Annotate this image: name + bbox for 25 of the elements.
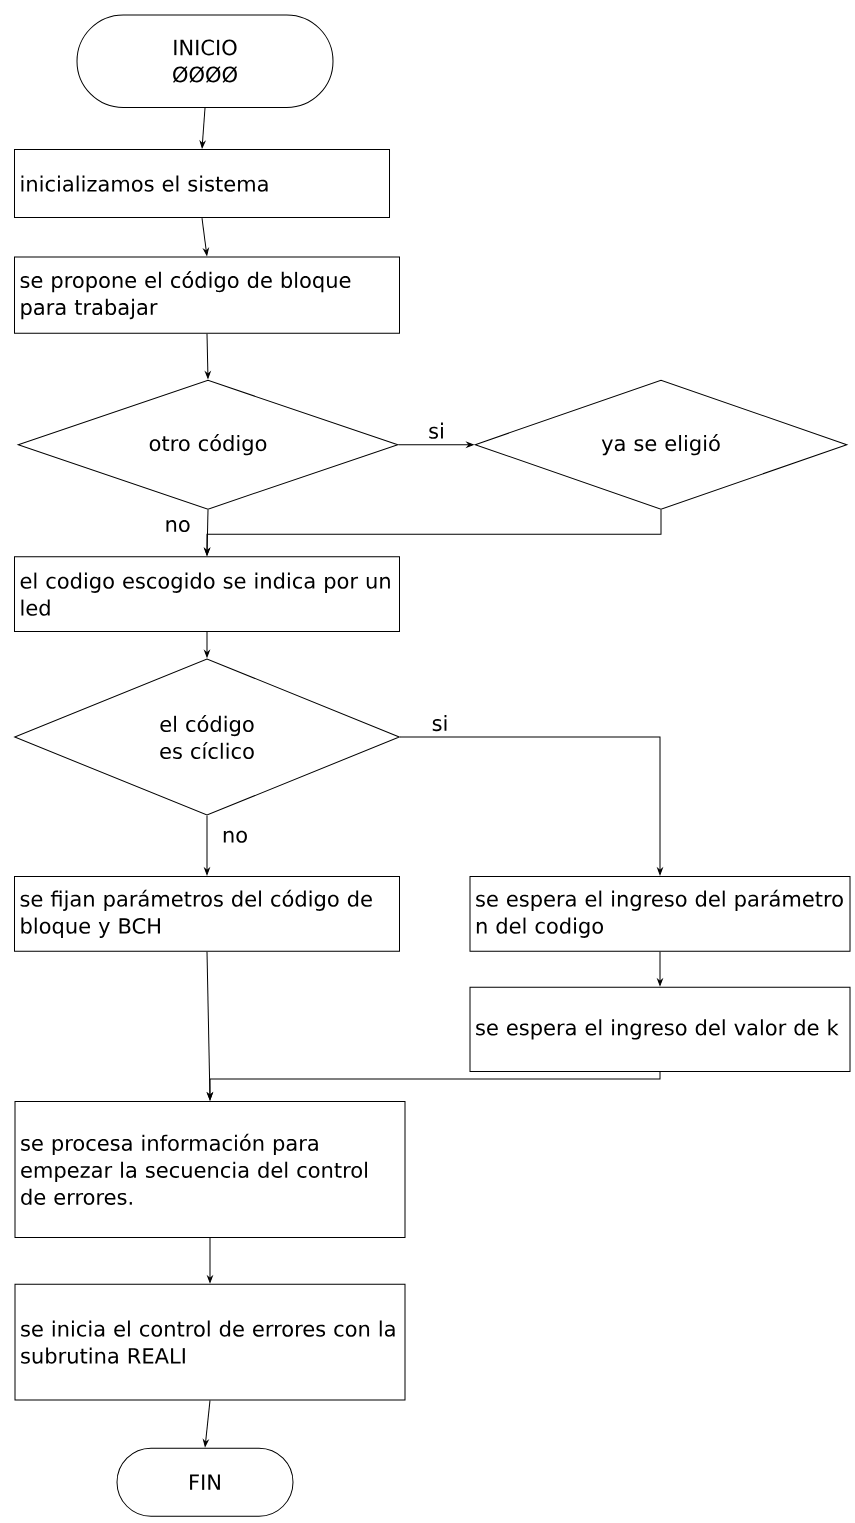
arrow <box>657 951 663 986</box>
edge-label: si <box>427 421 446 440</box>
arrow <box>203 1399 211 1447</box>
arrow <box>399 736 663 875</box>
process-box: se inicia el control de errores con la subrutina REALI <box>14 1283 406 1401</box>
arrow <box>398 441 474 448</box>
process-box: se fijan parámetros del código de bloque y BCH <box>14 875 400 952</box>
edge-label: no <box>163 519 192 534</box>
arrow <box>201 217 209 256</box>
edge-label: no <box>220 829 250 844</box>
arrow <box>206 951 213 1100</box>
arrow <box>199 107 206 149</box>
process-box: se espera el ingreso del valor de k <box>469 986 851 1073</box>
arrow <box>207 1237 213 1283</box>
arrow <box>204 509 662 556</box>
process-box: inicializamos el sistema <box>14 149 390 219</box>
process-box: se espera el ingreso del parámetro n del codigo <box>469 875 851 952</box>
arrow <box>207 1071 661 1100</box>
arrow <box>205 333 211 379</box>
arrow <box>204 815 210 875</box>
process-box: el codigo escogido se indica por un led <box>14 556 400 633</box>
process-box: se procesa información para empezar la secuencia del control de errores. <box>14 1100 406 1238</box>
edge-label: si <box>430 713 450 733</box>
arrow <box>204 631 210 658</box>
process-box: se propone el código de bloque para trabajar <box>14 256 400 334</box>
